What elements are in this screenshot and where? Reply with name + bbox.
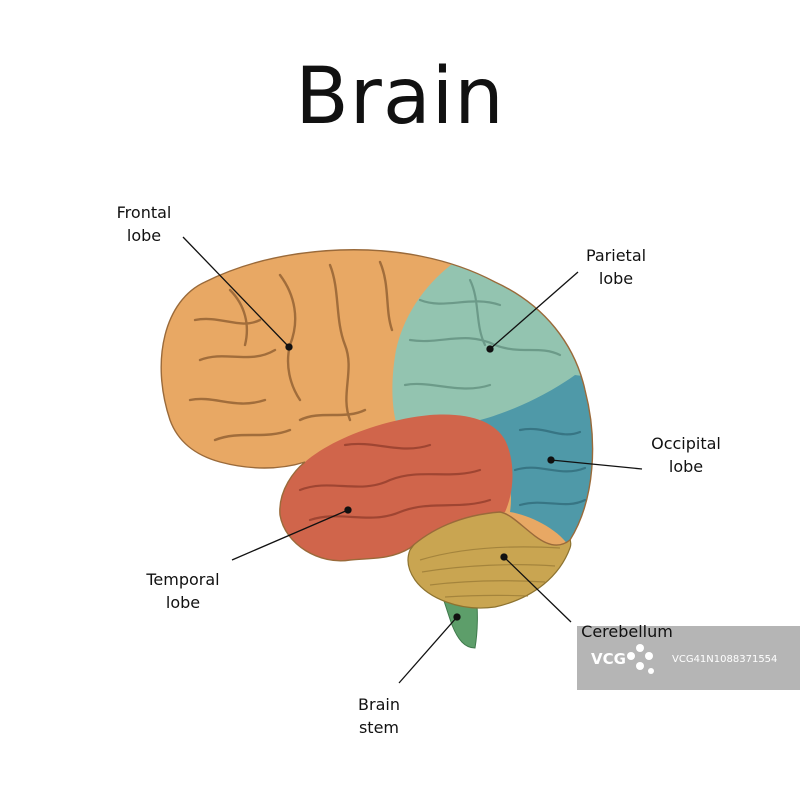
watermark-overlay: VCG	[577, 626, 800, 690]
watermark-id: VCG41N1088371554	[672, 654, 778, 665]
parietal-leader-dot	[486, 345, 494, 353]
brainstem-label: Brain stem	[350, 693, 408, 739]
temporal-lobe-label: Temporal lobe	[140, 568, 226, 614]
brainstem-label-line2: stem	[358, 718, 400, 737]
diagram-title: Brain	[295, 52, 505, 142]
temporal-label-line1: Temporal	[146, 570, 220, 589]
temporal-leader-line	[231, 509, 349, 561]
svg-text:VCG: VCG	[591, 650, 626, 668]
cerebrum-outline	[160, 249, 594, 562]
cerebellum-label-line1: Cerebellum	[581, 622, 673, 641]
parietal-label-line1: Parietal	[585, 246, 647, 265]
occipital-lobe-label: Occipital lobe	[645, 432, 727, 478]
parietal-leader-line	[489, 271, 579, 350]
parietal-label-line2: lobe	[598, 269, 634, 288]
frontal-label-line2: lobe	[126, 226, 162, 245]
brainstem-leader-line	[398, 616, 458, 684]
parietal-lobe-label: Parietal lobe	[578, 244, 654, 290]
temporal-leader-dot	[344, 506, 352, 514]
frontal-lobe-label: Frontal lobe	[110, 201, 178, 247]
occipital-label-line1: Occipital	[651, 434, 721, 453]
frontal-leader-dot	[285, 343, 293, 351]
occipital-leader-dot	[547, 456, 555, 464]
occipital-label-line2: lobe	[668, 457, 704, 476]
temporal-label-line2: lobe	[165, 593, 201, 612]
cerebellum-leader-dot	[500, 553, 508, 561]
occipital-lobe-region	[480, 375, 593, 560]
brainstem-leader-dot	[453, 613, 461, 621]
watermark-logo-icon: VCG	[591, 644, 654, 674]
cerebellum-leader-line	[503, 556, 572, 623]
cerebellum-label: Cerebellum	[577, 620, 677, 643]
occipital-leader-line	[550, 459, 643, 470]
brainstem-label-line1: Brain	[358, 695, 400, 714]
frontal-label-line1: Frontal	[116, 203, 172, 222]
frontal-leader-line	[182, 236, 290, 348]
